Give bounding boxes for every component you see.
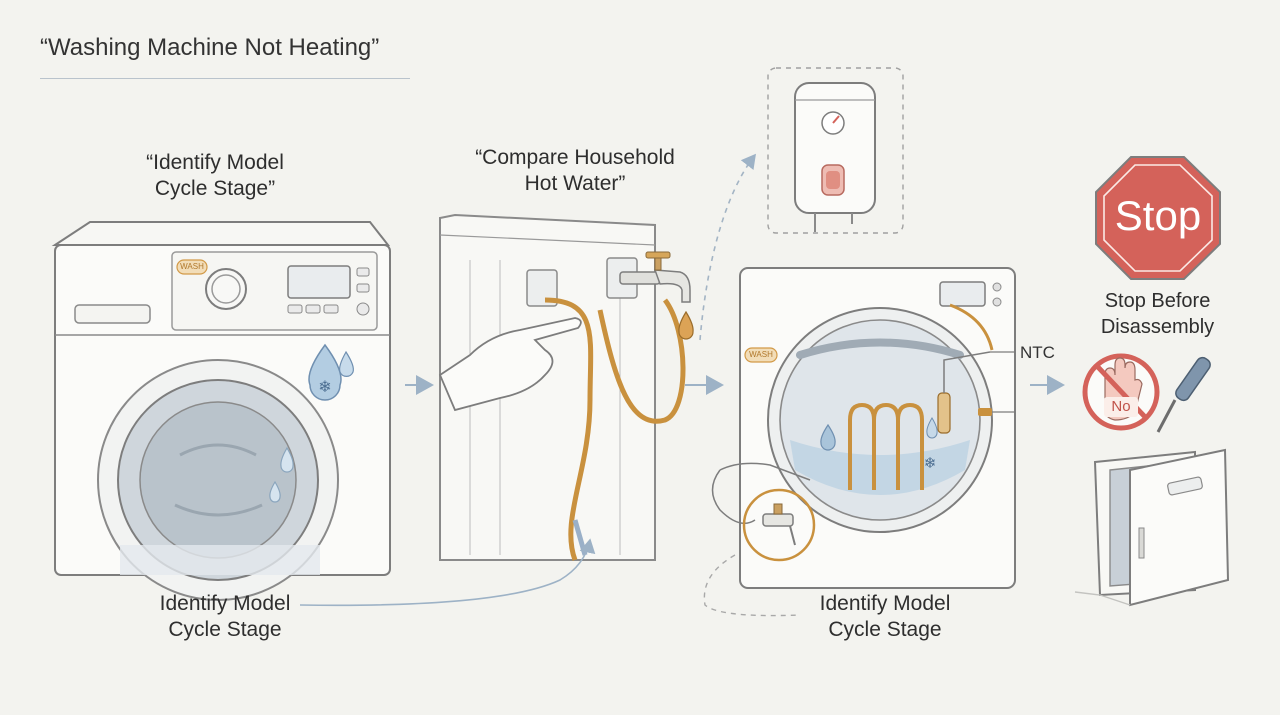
washing-machine-front: ❄ [51, 221, 391, 601]
water-heater-icon [767, 67, 904, 234]
step2-heading: “Compare Household Hot Water” [440, 145, 710, 197]
detergent-drawer [74, 304, 151, 324]
step2-heading-line2: Hot Water” [524, 172, 626, 195]
step1-wash-badge: WASH [180, 262, 204, 271]
pointing-hand-icon [438, 317, 582, 412]
open-service-panel-icon [1074, 448, 1230, 607]
step4-caption: Stop Before Disassembly [1070, 288, 1245, 340]
page-title: “Washing Machine Not Heating” [40, 34, 380, 61]
washing-machine-rear [439, 213, 656, 561]
svg-text:❄: ❄ [924, 455, 937, 472]
screwdriver-icon [1156, 356, 1211, 433]
step1-heading-line2: Cycle Stage” [154, 177, 276, 200]
stop-sign-icon [1095, 156, 1221, 280]
dashed-callout-connector [703, 554, 801, 617]
bottom-left-caption-line1: Identify Model [159, 592, 291, 615]
stop-sign-text: Stop [1114, 192, 1202, 239]
no-badge: No [1104, 397, 1138, 417]
step4-caption-line1: Stop Before [1104, 290, 1211, 312]
ntc-label: NTC [1020, 343, 1055, 362]
title-underline [40, 78, 410, 79]
control-panel [171, 251, 378, 331]
svg-text:❄: ❄ [318, 379, 331, 396]
washing-machine-cutaway [739, 267, 1016, 589]
washer-door [97, 359, 339, 601]
heating-element-icon [848, 402, 924, 490]
bottom-center-caption: Identify Model Cycle Stage [780, 591, 990, 643]
drain-valve-icon [711, 462, 816, 562]
arrow-caption-to-hose [299, 538, 596, 607]
no-hand-icon [1082, 353, 1160, 431]
bottom-left-caption: Identify Model Cycle Stage [120, 591, 330, 643]
step3-wash-badge: WASH [749, 350, 773, 359]
inner-drops-icon: ❄ [820, 417, 938, 472]
arrow-to-water-heater [699, 153, 756, 341]
step1-heading-line1: “Identify Model [146, 151, 284, 174]
cold-water-drops-icon: ❄ [269, 343, 354, 503]
ntc-sensor-icon [937, 303, 1015, 434]
step1-heading: “Identify Model Cycle Stage” [105, 150, 325, 202]
step4-caption-line2: Disassembly [1100, 316, 1215, 338]
bottom-left-caption-line2: Cycle Stage [168, 618, 282, 641]
water-tap-icon [619, 251, 694, 340]
bottom-center-caption-line1: Identify Model [819, 592, 951, 615]
step2-heading-line1: “Compare Household [475, 146, 675, 169]
bottom-center-caption-line2: Cycle Stage [828, 618, 942, 641]
